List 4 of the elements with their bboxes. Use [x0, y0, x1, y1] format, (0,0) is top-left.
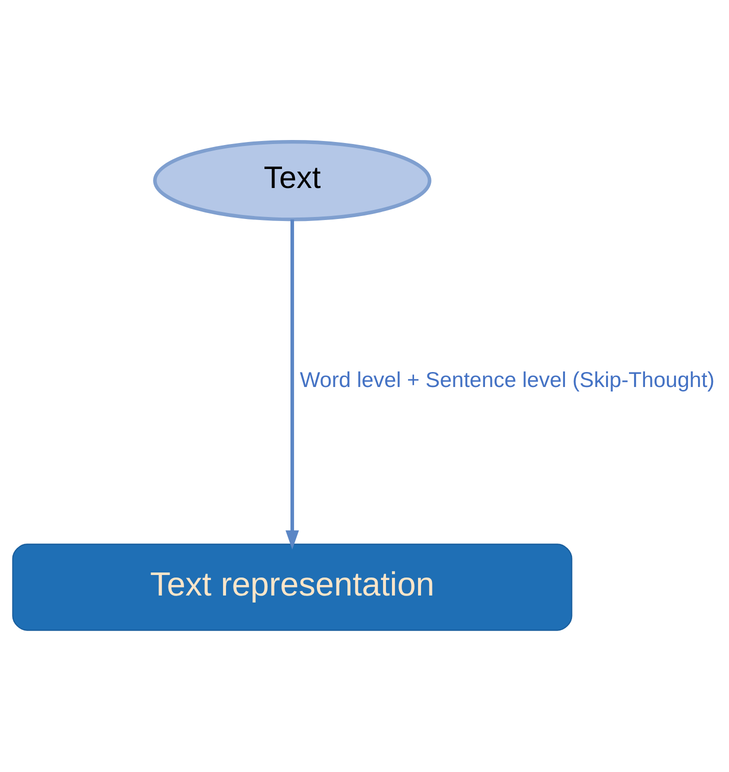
- edge-label: Word level + Sentence level (Skip-Thought): [300, 368, 715, 392]
- node-ellipse: Text: [153, 140, 432, 222]
- arrow: [286, 219, 299, 550]
- node-box: Text representation: [12, 544, 572, 631]
